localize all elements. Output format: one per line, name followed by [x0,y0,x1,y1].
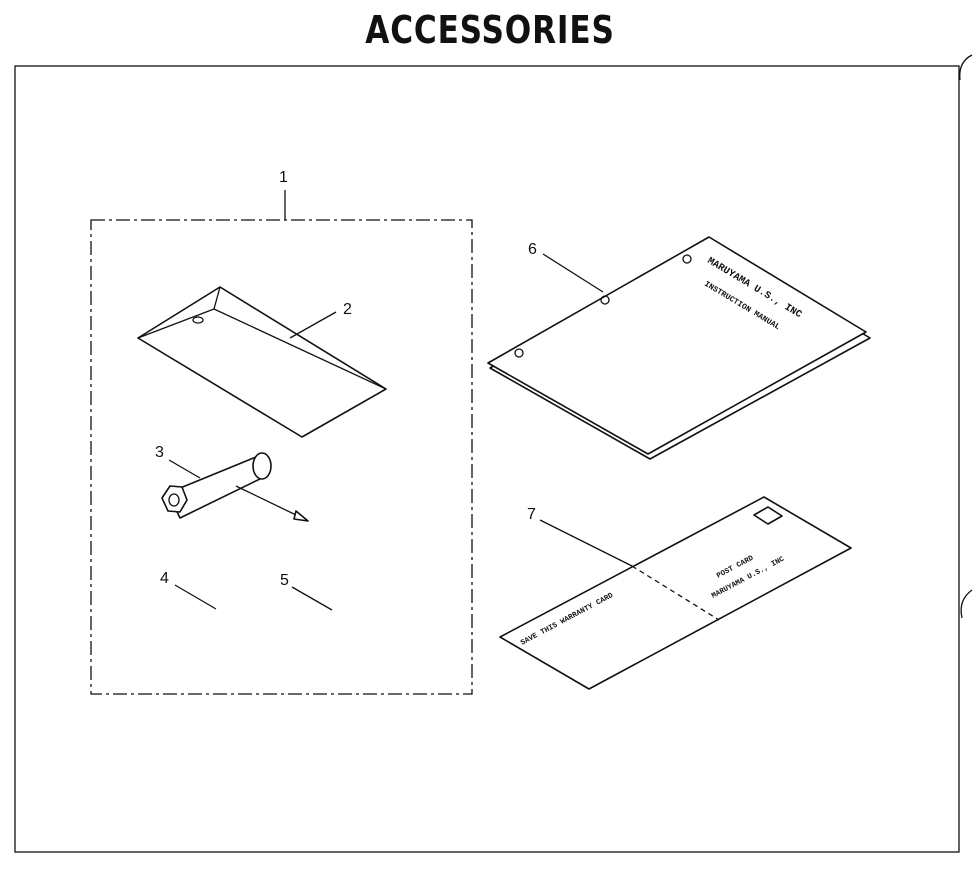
hex-key-large [304,595,377,652]
callout-leader-2 [289,311,337,339]
tool-bag [137,286,387,438]
callout-leader-5 [291,586,333,611]
warranty-post-card: SAVE THIS WARRANTY CARD POST CARD MARUYA… [499,496,852,690]
page-title: ACCESSORIES [365,8,615,52]
spark-plug-wrench [161,452,309,522]
callout-leader-4 [174,584,217,610]
callout-4: 4 [160,570,169,587]
page-edge-mark [959,54,973,81]
callout-leader-3 [168,459,201,479]
callout-7: 7 [527,506,536,523]
callout-2: 2 [343,301,352,318]
callout-5: 5 [280,572,289,589]
tool-kit-group-box [90,219,473,695]
instruction-manual: MARUYAMA U.S., INC INSTRUCTION MANUAL [487,236,871,460]
callout-leader-6 [542,253,604,293]
outer-frame [14,65,960,853]
page-edge-mark [960,589,973,619]
callout-3: 3 [155,444,164,461]
hex-key-small [198,595,252,644]
callout-1: 1 [279,169,288,186]
callout-leader-7 [539,519,633,567]
callout-6: 6 [528,241,537,258]
